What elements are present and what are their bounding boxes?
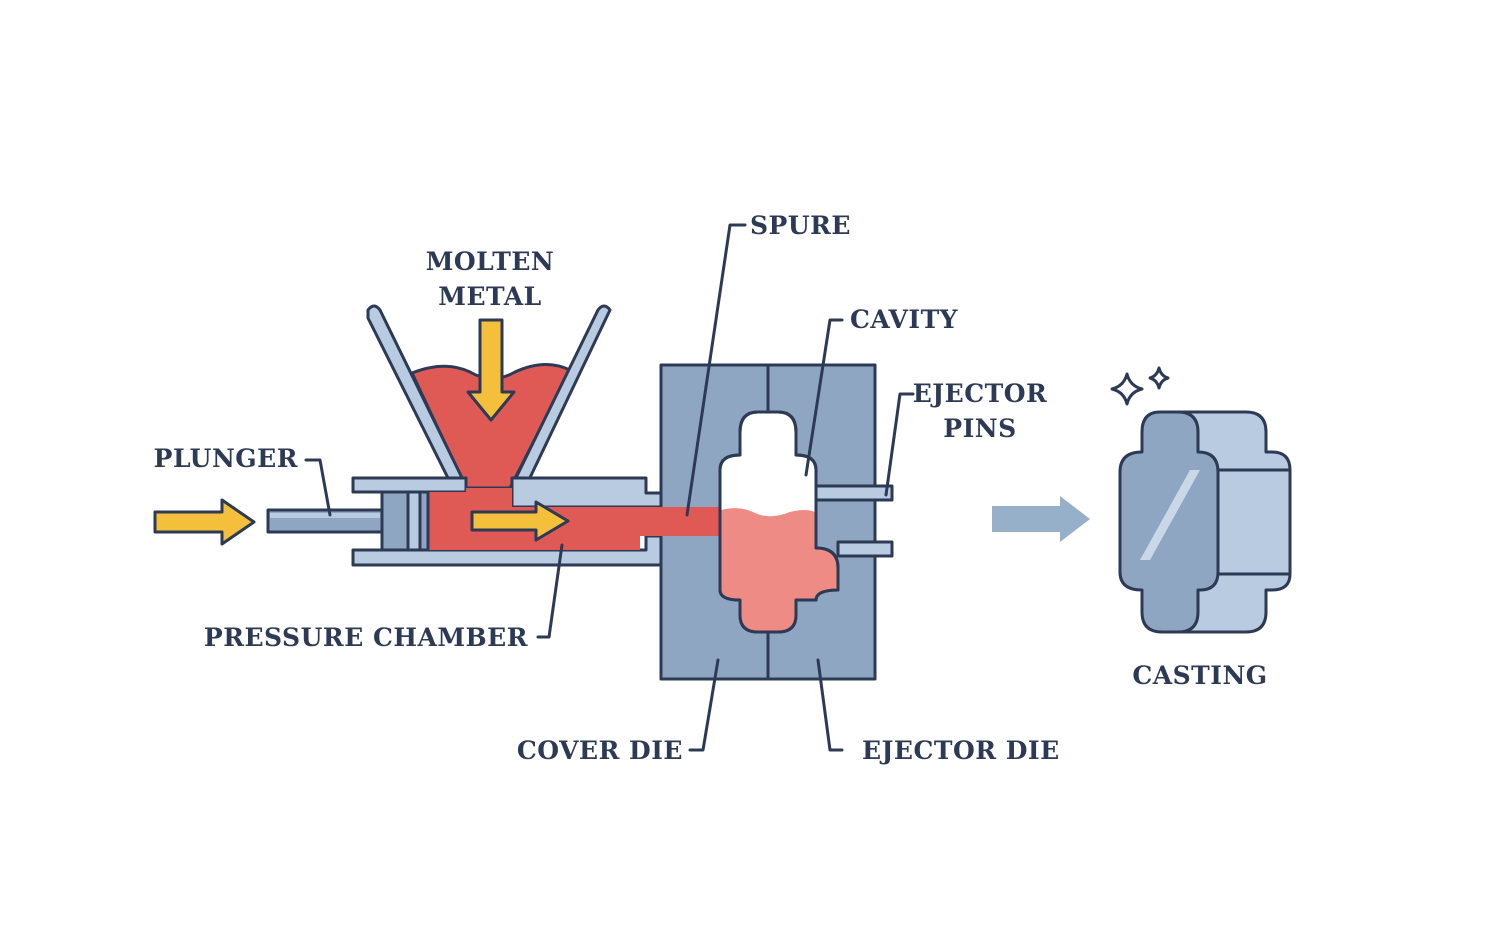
label-molten-metal-line2: METAL — [438, 282, 541, 311]
label-spure: SPURE — [750, 211, 851, 240]
label-cavity: CAVITY — [850, 305, 959, 334]
metal-flow-arrow — [470, 500, 570, 542]
label-ejector-die: EJECTOR DIE — [862, 736, 1060, 765]
plunger-rod-highlight — [270, 513, 380, 518]
label-plunger: PLUNGER — [154, 444, 298, 473]
label-pressure-chamber: PRESSURE CHAMBER — [204, 623, 528, 652]
casting-part — [1118, 410, 1292, 634]
plunger-head-ring — [406, 490, 422, 552]
sparkle-icon-small — [1148, 366, 1170, 390]
label-casting: CASTING — [1132, 661, 1267, 690]
leader-ejector-die — [816, 658, 844, 752]
ejector-pin-upper — [814, 484, 894, 502]
sparkle-icon-large — [1110, 372, 1144, 406]
runner — [640, 507, 730, 536]
casting-shine — [1140, 470, 1200, 560]
leader-cover-die — [688, 658, 720, 752]
metal-pour-arrow — [466, 318, 516, 422]
ejector-pin-lower — [836, 540, 894, 558]
die — [640, 363, 894, 681]
label-ejector-pins-line1: EJECTOR — [913, 379, 1048, 408]
chamber-top-wall — [351, 476, 468, 494]
plunger-push-arrow — [153, 498, 256, 546]
leader-cavity — [804, 318, 844, 477]
label-molten-metal-line1: MOLTEN — [426, 247, 555, 276]
hopper — [366, 304, 612, 490]
molten-metal-in-cavity — [720, 508, 838, 632]
hopper-right-wall — [510, 304, 612, 488]
leader-spure — [685, 223, 747, 517]
leader-ejector-pins — [884, 392, 915, 497]
result-arrow-icon — [992, 496, 1090, 542]
leader-pressure-chamber — [536, 543, 564, 639]
label-ejector-pins-line2: PINS — [943, 414, 1016, 443]
label-cover-die: COVER DIE — [517, 736, 683, 765]
leader-plunger — [304, 458, 332, 517]
